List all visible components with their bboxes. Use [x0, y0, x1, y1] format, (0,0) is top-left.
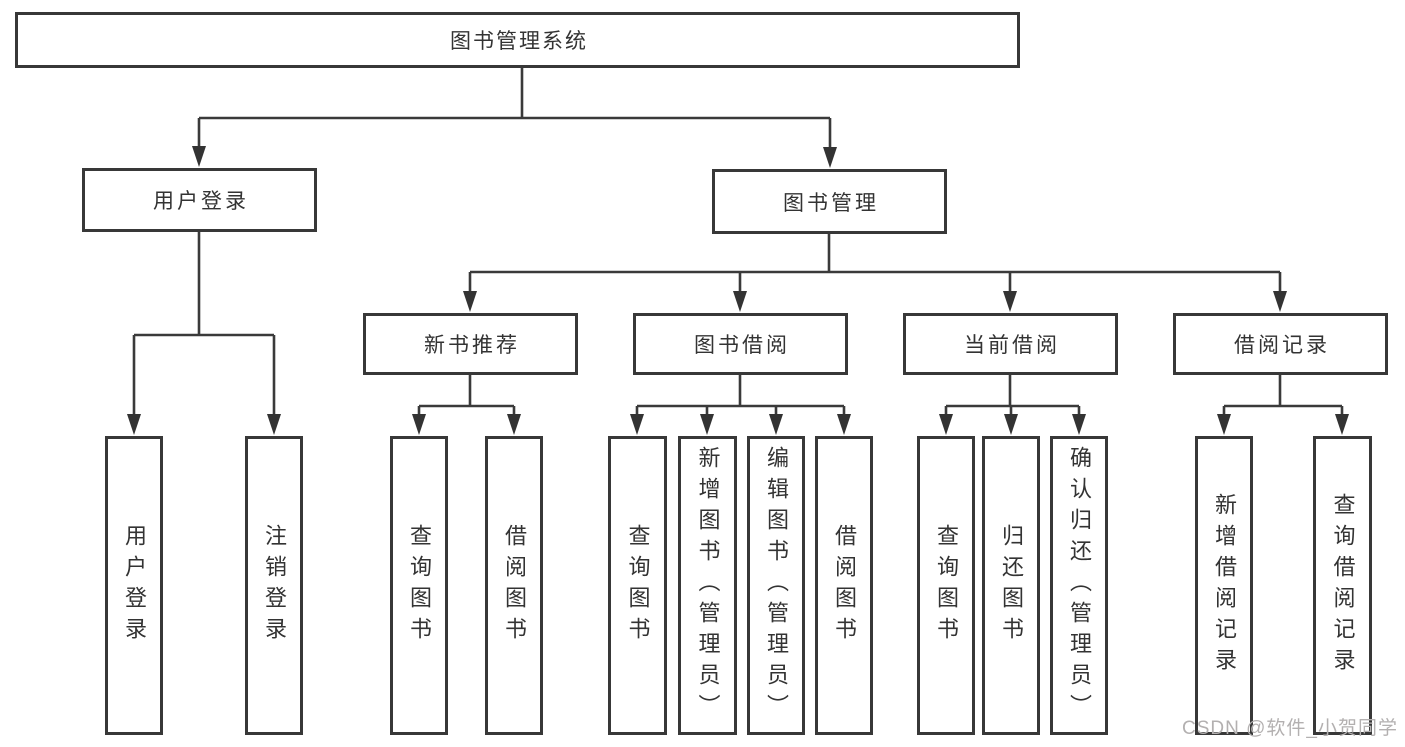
leaf-label: 查询图书 [407, 523, 432, 648]
leaf-edit-books-admin: 编辑图书（管理员） [747, 436, 805, 735]
csdn-watermark: CSDN @软件_小贺同学 [1182, 718, 1398, 739]
leaf-label: 用户登录 [122, 523, 147, 648]
leaf-label: 借阅图书 [832, 523, 857, 648]
node-label: 新书推荐 [424, 334, 520, 357]
leaf-query-books-recommend: 查询图书 [390, 436, 448, 735]
node-book-borrow: 图书借阅 [633, 313, 848, 375]
node-user-login: 用户登录 [82, 168, 317, 232]
leaf-label: 新增借阅记录 [1212, 492, 1237, 679]
node-label: 用户登录 [153, 190, 249, 213]
leaf-label: 确认归还（管理员） [1067, 446, 1092, 725]
leaf-logout: 注销登录 [245, 436, 303, 735]
leaf-confirm-return-admin: 确认归还（管理员） [1050, 436, 1108, 735]
arrowhead-icons [127, 146, 1349, 435]
leaf-label: 注销登录 [262, 523, 287, 648]
leaf-return-books: 归还图书 [982, 436, 1040, 735]
node-new-book-recommend: 新书推荐 [363, 313, 578, 375]
leaf-label: 新增图书（管理员） [695, 446, 721, 725]
node-system-root: 图书管理系统 [15, 12, 1020, 68]
node-book-management: 图书管理 [712, 169, 947, 234]
node-label: 当前借阅 [964, 334, 1060, 357]
leaf-label: 归还图书 [999, 523, 1024, 648]
node-current-borrow: 当前借阅 [903, 313, 1118, 375]
node-label: 借阅记录 [1234, 334, 1330, 357]
leaf-label: 查询借阅记录 [1330, 492, 1356, 679]
node-borrow-records: 借阅记录 [1173, 313, 1388, 375]
leaf-add-books-admin: 新增图书（管理员） [678, 436, 737, 735]
leaf-label: 查询图书 [625, 523, 651, 648]
leaf-query-books-current: 查询图书 [917, 436, 975, 735]
leaf-borrow-books-recommend: 借阅图书 [485, 436, 543, 735]
node-label: 图书管理 [783, 191, 879, 215]
leaf-label: 查询图书 [934, 523, 959, 648]
leaf-borrow-books: 借阅图书 [815, 436, 873, 735]
node-label: 图书管理系统 [450, 30, 588, 53]
leaf-label: 编辑图书（管理员） [764, 446, 789, 725]
leaf-add-borrow-record: 新增借阅记录 [1195, 436, 1253, 735]
leaf-query-borrow-record: 查询借阅记录 [1313, 436, 1372, 735]
leaf-user-login: 用户登录 [105, 436, 163, 735]
leaf-label: 借阅图书 [502, 523, 527, 648]
node-label: 图书借阅 [694, 334, 790, 357]
leaf-query-books-borrow: 查询图书 [608, 436, 667, 735]
